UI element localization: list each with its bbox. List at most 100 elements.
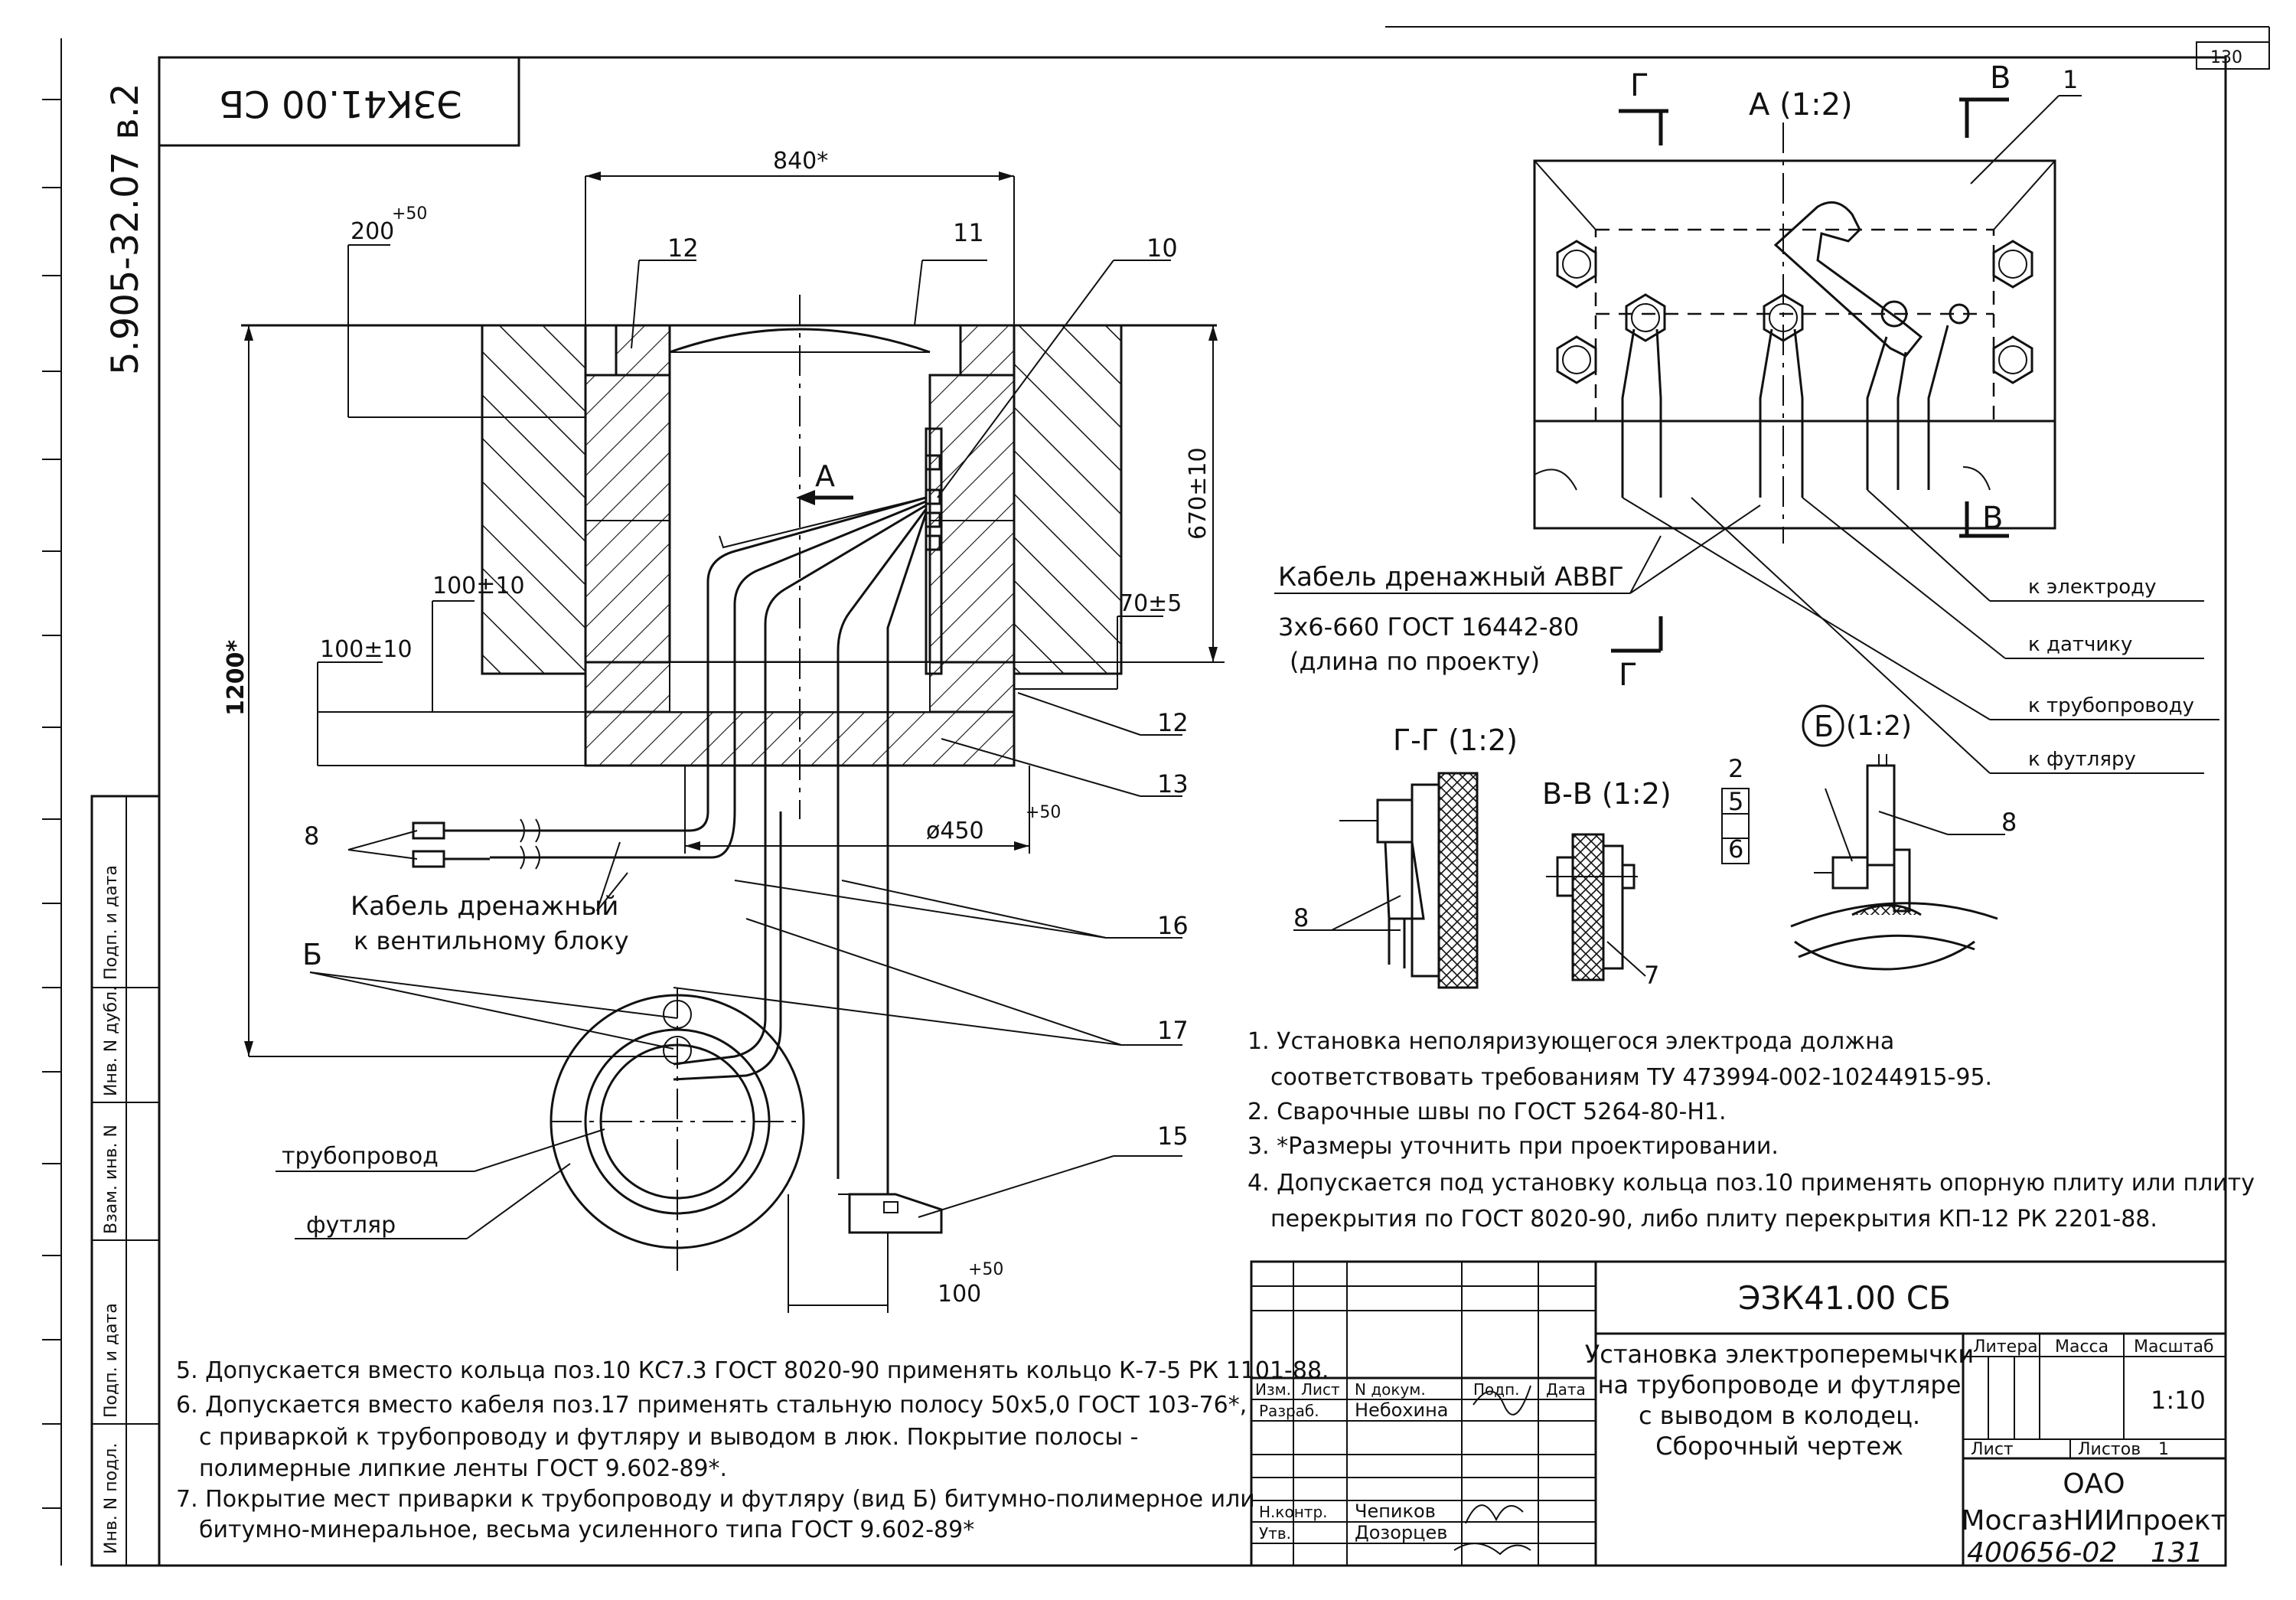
section-vv	[1546, 833, 1646, 981]
section-b-callout-5: 5	[1728, 787, 1743, 816]
dim-670: 670±10	[1185, 447, 1212, 540]
dim-840: 840*	[773, 148, 828, 175]
support-ring-right	[959, 324, 1016, 377]
tb-col-izm: Изм.	[1255, 1380, 1291, 1399]
tb-razrab-name: Небохина	[1355, 1399, 1449, 1421]
edge-ticks	[42, 99, 61, 1509]
note-right-6: перекрытия по ГОСТ 8020-90, либо плиту п…	[1270, 1206, 2157, 1233]
view-a-detail	[1274, 95, 2219, 774]
dim-100-a: 100±10	[432, 573, 525, 599]
view-a-cut-v-top: В	[1990, 60, 2011, 96]
soil-right	[1013, 324, 1123, 675]
note-right-5: 4. Допускается под установку кольца поз.…	[1247, 1170, 2255, 1197]
dim-100-bottom: 100	[938, 1281, 981, 1308]
series-code: 5.905-32.07 в.2	[104, 83, 147, 376]
note-left-5: 7. Покрытие мест приварки к трубопроводу…	[176, 1486, 1255, 1513]
cables-16	[706, 496, 928, 1194]
dim-70: 70±5	[1119, 590, 1182, 617]
note-left-1: 5. Допускается вместо кольца поз.10 КС7.…	[176, 1357, 1329, 1384]
rotated-stamp: ЭЗК41.00 СБ	[158, 56, 520, 147]
support-ring-left	[615, 324, 671, 377]
pipe-section	[550, 988, 805, 1271]
soil-left	[481, 324, 587, 675]
section-b	[1721, 704, 2005, 971]
side-stamp-cell-2: Инв. N дубл.	[102, 986, 121, 1096]
view-a-cable-3: (длина по проекту)	[1290, 647, 1540, 676]
dim-100-b: 100±10	[320, 636, 413, 663]
tb-utv-name: Дозорцев	[1355, 1522, 1447, 1543]
section-b-callout-8: 8	[2001, 808, 2017, 837]
side-stamp-cell-3: Взам. инв. N	[102, 1125, 121, 1234]
dim-100-bottom-tol: +50	[968, 1260, 1003, 1279]
note-right-4: 3. *Размеры уточнить при проектировании.	[1247, 1133, 1779, 1160]
electrode	[848, 1193, 943, 1278]
callout-11: 11	[953, 218, 984, 247]
section-b-scale: (1:2)	[1846, 710, 1912, 742]
view-a-callout-1: 1	[2063, 65, 2078, 94]
view-a-cable-1: Кабель дренажный АВВГ	[1278, 562, 1624, 593]
callout-8: 8	[304, 821, 319, 851]
cable-label-2: к вентильному блоку	[354, 926, 629, 955]
tb-nkontr-role: Н.контр.	[1259, 1503, 1328, 1521]
note-left-2: 6. Допускается вместо кабеля поз.17 прим…	[176, 1392, 1247, 1419]
tb-title-2: на трубопроводе и футляре	[1598, 1370, 1962, 1399]
note-right-2: соответствовать требованиям ТУ 473994-00…	[1270, 1064, 1992, 1091]
sheet-number-bottom: 131	[2151, 1537, 2203, 1569]
cable-label-1: Кабель дренажный	[351, 891, 618, 922]
view-a-wires	[1534, 325, 1991, 498]
to-pipeline: к трубопроводу	[2028, 694, 2194, 717]
to-electrode: к электроду	[2028, 576, 2156, 599]
section-gg-title: Г-Г (1:2)	[1393, 723, 1518, 757]
cables-17	[673, 811, 888, 1195]
bolts	[1556, 240, 2033, 384]
notes-left: 5. Допускается вместо кольца поз.10 КС7.…	[176, 1357, 1329, 1543]
callout-12-top: 12	[667, 233, 699, 263]
section-b-callout-2: 2	[1728, 754, 1743, 783]
tb-sheet: Лист	[1971, 1440, 2014, 1459]
tb-sheets: Листов	[2078, 1440, 2141, 1459]
note-right-3: 2. Сварочные швы по ГОСТ 5264-80-Н1.	[1247, 1099, 1727, 1125]
well-ring-left	[584, 374, 671, 664]
callout-12-side: 12	[1157, 708, 1189, 737]
side-stamp-cell-5: Инв. N подл.	[102, 1443, 121, 1554]
section-vv-title: В-В (1:2)	[1542, 777, 1671, 811]
view-b-mark: Б	[302, 938, 322, 971]
dim-450: ø450	[926, 818, 984, 844]
leaders	[276, 260, 1182, 1239]
tb-massa: Масса	[2055, 1337, 2108, 1357]
section-b-callout-6: 6	[1728, 834, 1743, 864]
tb-code: ЭЗК41.00 СБ	[1738, 1279, 1951, 1317]
view-a-cable-2: 3х6-660 ГОСТ 16442-80	[1278, 612, 1579, 642]
tb-col-list: Лист	[1301, 1380, 1340, 1399]
callout-17: 17	[1157, 1016, 1189, 1045]
terminal-plate	[925, 427, 943, 675]
title-block	[1250, 1260, 2227, 1567]
tb-col-ndok: N докум.	[1355, 1380, 1426, 1399]
section-vv-callout: 7	[1644, 961, 1659, 990]
section-b-letter: Б	[1814, 710, 1834, 743]
tb-org-2: МосгазНИИпроект	[1961, 1505, 2226, 1536]
side-stamp-cell-4: Подп. и дата	[102, 1303, 121, 1418]
section-gg-callout: 8	[1293, 903, 1309, 932]
view-a-cut-g-bottom: Г	[1619, 658, 1637, 693]
note-left-4: полимерные липкие ленты ГОСТ 9.602-89*.	[199, 1455, 727, 1482]
tb-title-4: Сборочный чертеж	[1655, 1432, 1903, 1461]
note-right-1: 1. Установка неполяризующегося электрода…	[1247, 1028, 1894, 1055]
view-a-cut-v-bottom: В	[1982, 501, 2003, 536]
dim-200-tol: +50	[392, 204, 427, 224]
cable-to-valve-block	[412, 811, 736, 870]
casing-label: футляр	[306, 1212, 396, 1239]
sheet-number-top: 130	[2210, 48, 2242, 67]
dim-1200: 1200*	[223, 640, 249, 716]
main-view: 840* 200 +50 670±10 1200* 100±10 100±10 …	[223, 148, 1225, 1313]
view-a-mark: А	[815, 459, 835, 493]
pipe-label: трубопровод	[282, 1143, 439, 1170]
callout-10: 10	[1146, 233, 1178, 263]
tb-nkontr-name: Чепиков	[1355, 1500, 1436, 1522]
dim-200: 200	[351, 218, 394, 245]
to-sensor: к датчику	[2028, 633, 2132, 656]
callout-13: 13	[1157, 769, 1189, 798]
side-stamp	[90, 795, 161, 1567]
side-stamp-cell-1: Подп. и дата	[102, 865, 121, 980]
